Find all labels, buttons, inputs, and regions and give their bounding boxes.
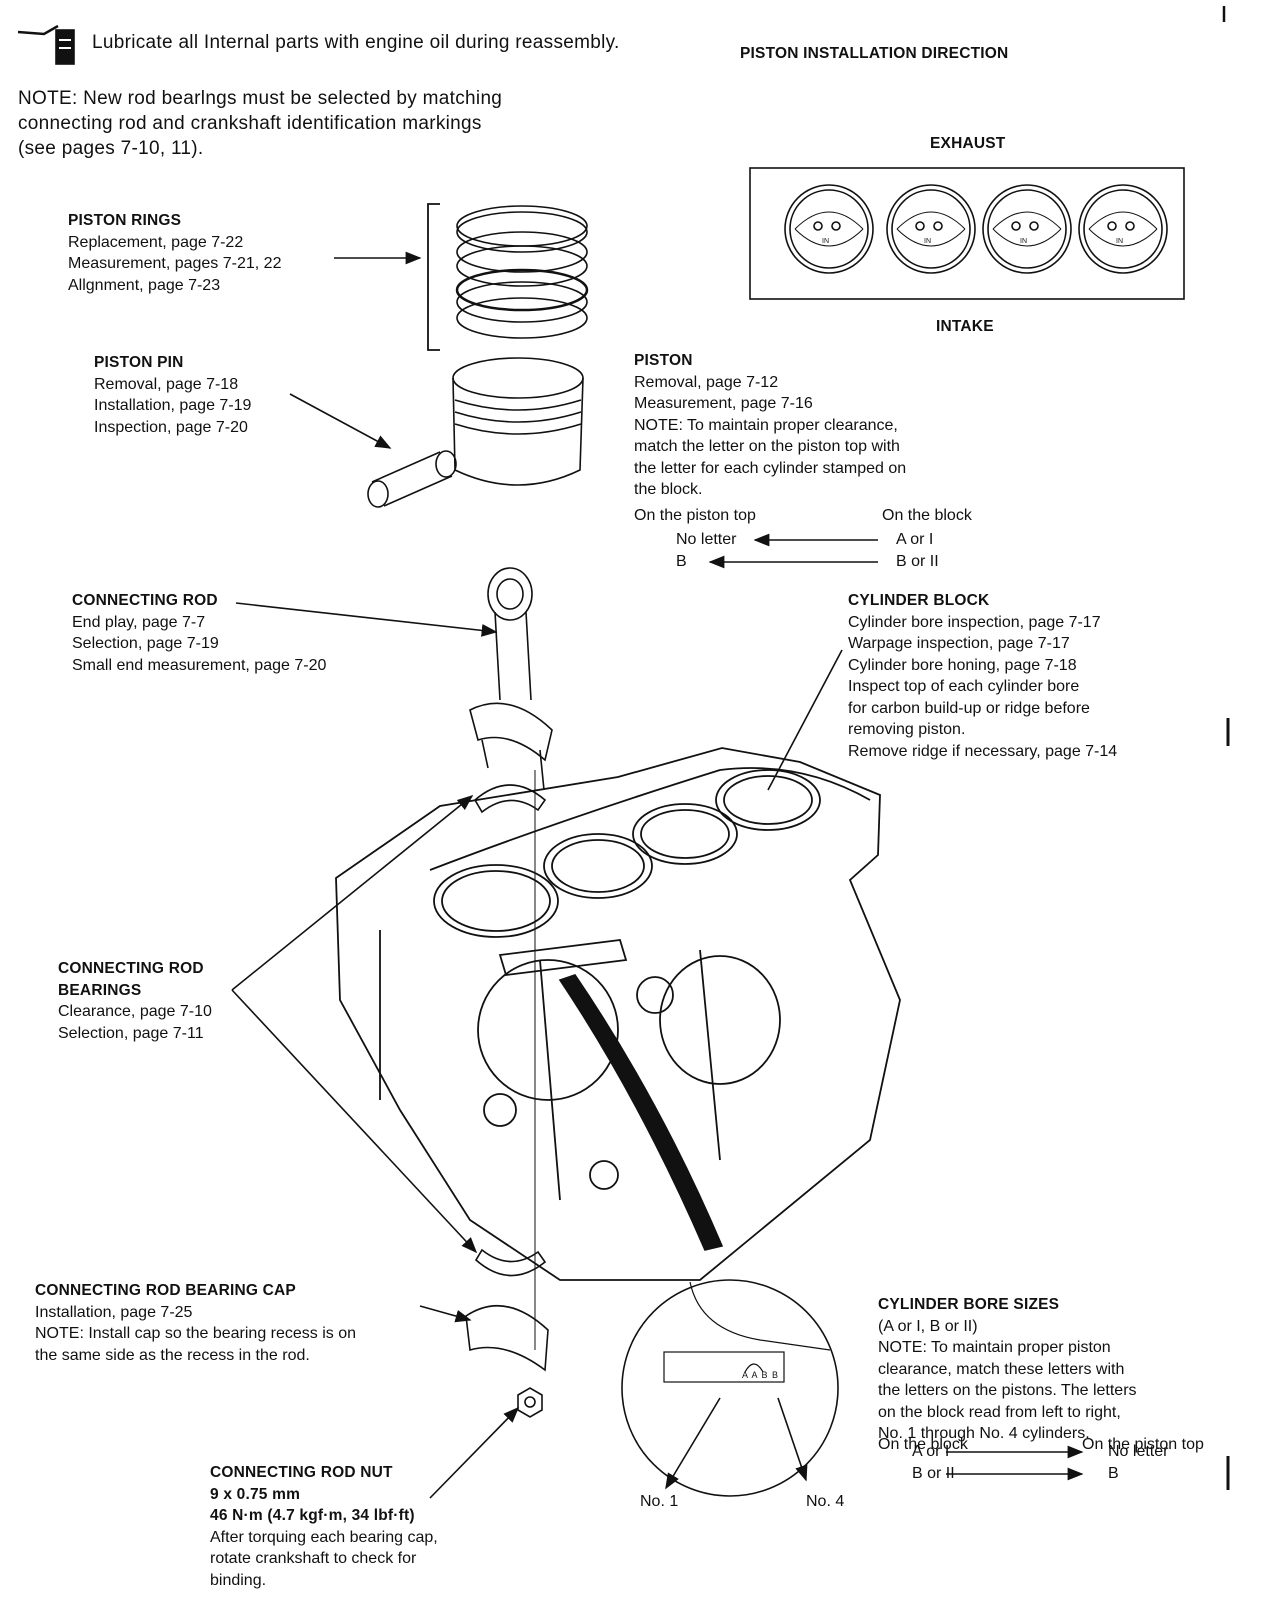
rod-bearings-title: CONNECTING ROD bbox=[58, 960, 204, 977]
bore-sizes-callout: CYLINDER BORE SIZES (A or I, B or II) NO… bbox=[878, 1294, 1137, 1445]
oil-can-icon bbox=[17, 24, 75, 65]
piston-title: PISTON bbox=[634, 352, 693, 369]
rod-bearings-callout: CONNECTING ROD BEARINGS Clearance, page … bbox=[58, 958, 212, 1044]
piston-row2-right: B or II bbox=[896, 553, 939, 570]
bearing-cap-line: the same side as the recess in the rod. bbox=[35, 1346, 310, 1364]
piston-rings-line: Measurement, pages 7-21, 22 bbox=[68, 255, 282, 272]
rod-bearings-line: Selection, page 7-11 bbox=[58, 1024, 204, 1042]
piston-pin-title: PISTON PIN bbox=[94, 354, 184, 371]
piston-direction-title: PISTON INSTALLATION DIRECTION bbox=[740, 45, 1009, 62]
note-line: connecting rod and crankshaft identifica… bbox=[18, 113, 482, 134]
bearing-cap-line: NOTE: Install cap so the bearing recess … bbox=[35, 1325, 357, 1342]
rod-bearings-line: Clearance, page 7-10 bbox=[58, 1003, 212, 1020]
piston-line: NOTE: To maintain proper clearance, bbox=[634, 416, 898, 434]
bore-size-inset bbox=[621, 1279, 839, 1497]
piston-rings-title: PISTON RINGS bbox=[68, 212, 182, 229]
connecting-rod-line: End play, page 7-7 bbox=[72, 613, 206, 631]
exhaust-label: EXHAUST bbox=[930, 135, 1006, 152]
no1-label: No. 1 bbox=[640, 1493, 679, 1510]
cylinder-block-line: Remove ridge if necessary, page 7-14 bbox=[848, 742, 1118, 760]
connecting-rod-line: Small end measurement, page 7-20 bbox=[72, 656, 327, 674]
piston-rings-line: Allgnment, page 7-23 bbox=[68, 276, 221, 294]
piston-col-right: On the block bbox=[882, 507, 972, 524]
piston-pin-line: Installation, page 7-19 bbox=[94, 397, 252, 414]
bore-sizes-line: No. 1 through No. 4 cylinders. bbox=[878, 1425, 1090, 1442]
cylinder-block-line: Inspect top of each cylinder bore bbox=[848, 678, 1080, 695]
rod-nut-callout: CONNECTING ROD NUT 9 x 0.75 mm 46 N·m (4… bbox=[210, 1462, 438, 1591]
rod-nut-line: After torquing each bearing cap, bbox=[210, 1528, 438, 1546]
piston-rings-drawing bbox=[455, 205, 589, 339]
cylinder-block-callout: CYLINDER BLOCK Cylinder bore inspection,… bbox=[848, 590, 1117, 762]
bore-stamp: A A B B bbox=[742, 1370, 780, 1380]
connecting-rod-title: CONNECTING ROD bbox=[72, 592, 218, 609]
bore-col-right: On the piston top bbox=[1082, 1436, 1204, 1453]
rod-nut-line: rotate crankshaft to check for bbox=[210, 1550, 417, 1567]
lubricate-note: Lubricate all Internal parts with engine… bbox=[92, 32, 620, 53]
rod-nut-line: binding. bbox=[210, 1571, 267, 1589]
piston-mark-3: IN bbox=[1020, 238, 1027, 245]
piston-direction-box bbox=[749, 167, 1185, 300]
rod-nut-torque: 46 N·m (4.7 kgf·m, 34 lbf·ft) bbox=[210, 1507, 415, 1524]
cylinder-block-line: removing piston. bbox=[848, 721, 966, 738]
intake-label: INTAKE bbox=[936, 318, 994, 335]
rod-nut-spec: 9 x 0.75 mm bbox=[210, 1485, 301, 1503]
bearing-cap-line: Installation, page 7-25 bbox=[35, 1303, 193, 1321]
connecting-rod-drawing bbox=[469, 567, 553, 791]
piston-pin-line: Inspection, page 7-20 bbox=[94, 418, 248, 436]
piston-mark-4: IN bbox=[1116, 238, 1123, 245]
piston-line: the letter for each cylinder stamped on bbox=[634, 459, 907, 477]
note-line: NOTE: New rod bearlngs must be selected … bbox=[18, 88, 503, 109]
piston-mark-2: IN bbox=[924, 238, 931, 245]
piston-row1-left: No letter bbox=[676, 531, 737, 548]
connecting-rod-line: Selection, page 7-19 bbox=[72, 635, 219, 652]
connecting-rod-callout: CONNECTING ROD End play, page 7-7 Select… bbox=[72, 590, 326, 676]
cylinder-block-line: for carbon build-up or ridge before bbox=[848, 699, 1090, 717]
bore-row2-right: B bbox=[1108, 1465, 1119, 1482]
note-line: (see pages 7-10, 11). bbox=[18, 138, 204, 159]
cylinder-block-title: CYLINDER BLOCK bbox=[848, 592, 990, 609]
piston-line: Measurement, page 7-16 bbox=[634, 395, 813, 412]
piston-rings-line: Replacement, page 7-22 bbox=[68, 233, 244, 251]
bore-sizes-line: clearance, match these letters with bbox=[878, 1360, 1125, 1378]
piston-line: the block. bbox=[634, 481, 703, 498]
cylinder-block-line: Cylinder bore inspection, page 7-17 bbox=[848, 613, 1101, 631]
bore-sizes-line: the letters on the pistons. The letters bbox=[878, 1382, 1137, 1399]
cylinder-block-drawing bbox=[335, 747, 901, 1281]
piston-row2-left: B bbox=[676, 553, 687, 570]
bearing-cap-title: CONNECTING ROD BEARING CAP bbox=[35, 1282, 296, 1299]
piston-row1-right: A or I bbox=[896, 531, 934, 548]
rod-bearing-note: NOTE: New rod bearlngs must be selected … bbox=[18, 86, 502, 161]
bore-row1-right: No letter bbox=[1108, 1443, 1169, 1460]
bore-row1-left: A or I bbox=[912, 1443, 950, 1460]
piston-line: Removal, page 7-12 bbox=[634, 373, 779, 391]
piston-mark-1: IN bbox=[822, 238, 829, 245]
piston-rings-callout: PISTON RINGS Replacement, page 7-22 Meas… bbox=[68, 210, 281, 296]
bearing-cap-callout: CONNECTING ROD BEARING CAP Installation,… bbox=[35, 1280, 356, 1366]
rod-bearings-title: BEARINGS bbox=[58, 981, 142, 999]
piston-callout: PISTON Removal, page 7-12 Measurement, p… bbox=[634, 350, 906, 501]
piston-pin-callout: PISTON PIN Removal, page 7-18 Installati… bbox=[94, 352, 251, 438]
bore-row2-left: B or II bbox=[912, 1465, 955, 1482]
no4-label: No. 4 bbox=[806, 1493, 845, 1510]
piston-circles bbox=[784, 184, 1168, 274]
cylinder-block-line: Warpage inspection, page 7-17 bbox=[848, 635, 1070, 652]
cylinder-block-line: Cylinder bore honing, page 7-18 bbox=[848, 656, 1077, 674]
bore-sizes-line: (A or I, B or II) bbox=[878, 1317, 978, 1335]
rod-nut-title: CONNECTING ROD NUT bbox=[210, 1464, 393, 1481]
piston-drawing bbox=[367, 357, 584, 508]
piston-col-left: On the piston top bbox=[634, 507, 756, 524]
bore-col-left: On the block bbox=[878, 1436, 968, 1453]
bore-sizes-line: NOTE: To maintain proper piston bbox=[878, 1339, 1111, 1356]
piston-line: match the letter on the piston top with bbox=[634, 438, 900, 455]
bore-sizes-title: CYLINDER BORE SIZES bbox=[878, 1296, 1060, 1313]
piston-pin-line: Removal, page 7-18 bbox=[94, 375, 239, 393]
bore-sizes-line: on the block read from left to right, bbox=[878, 1403, 1121, 1421]
